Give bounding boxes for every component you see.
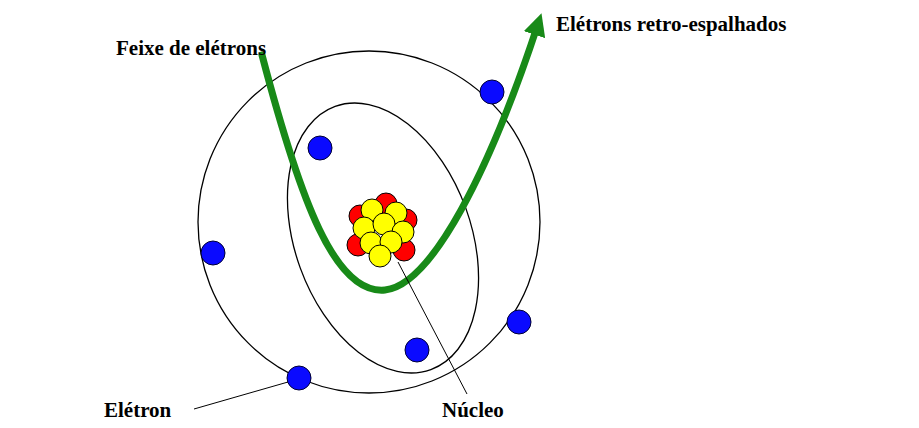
inner-orbit: [252, 76, 513, 399]
nucleus-label: Núcleo: [442, 398, 504, 422]
beam-label: Feixe de elétrons: [116, 36, 266, 60]
leader-line: [398, 262, 467, 394]
electrons: [201, 80, 531, 390]
neutron: [369, 245, 391, 267]
electron-label: Elétron: [104, 398, 171, 422]
electron: [287, 366, 311, 390]
electron-beam-path: [262, 24, 538, 290]
nucleus: [347, 193, 417, 267]
leader-line: [194, 382, 288, 409]
electron: [507, 310, 531, 334]
electron: [308, 136, 332, 160]
outer-orbit: [198, 51, 540, 393]
electron: [201, 241, 225, 265]
electron: [405, 338, 429, 362]
electron: [480, 80, 504, 104]
backscatter-label: Elétrons retro-espalhados: [556, 12, 786, 36]
